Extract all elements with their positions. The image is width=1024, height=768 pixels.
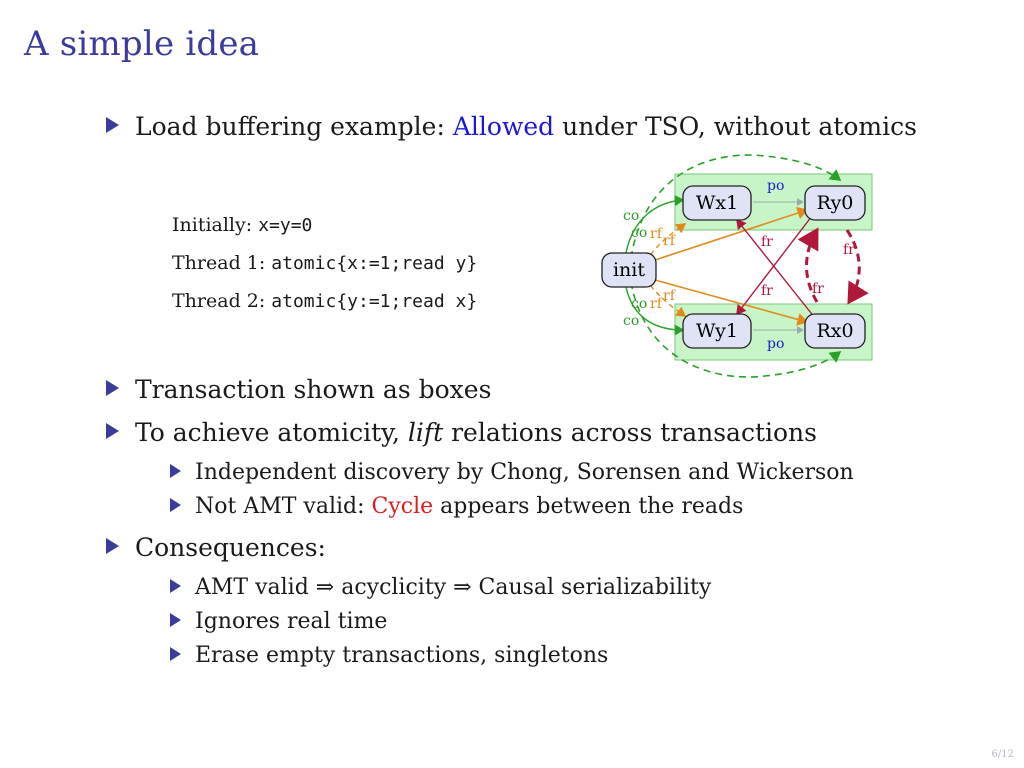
lift-emphasis: lift [407, 418, 444, 447]
edge-rf-init-rx0 [654, 279, 809, 326]
bullet-triangle-icon [170, 464, 181, 478]
code-thread-2: Thread 2: atomic{y:=1;read x} [172, 290, 478, 312]
bullet-achieve-atomicity: To achieve atomicity, lift relations acr… [106, 418, 817, 447]
label-fr-4: fr [812, 281, 824, 297]
label-rf-3: rf [650, 296, 664, 312]
bullet-triangle-icon [106, 117, 119, 133]
page-number: 6/12 [991, 749, 1014, 760]
node-wx1-label: Wx1 [696, 192, 738, 214]
node-rx0 [804, 313, 866, 349]
label-rf-2: rf [663, 233, 677, 249]
edge-fr-cycle-right [845, 229, 869, 305]
subbullet-not-amt-valid: Not AMT valid: Cycle appears between the… [170, 494, 743, 519]
allowed-highlight: Allowed [452, 112, 555, 141]
edge-co-bottom [624, 281, 685, 336]
label-fr-2: fr [761, 283, 773, 299]
bullet-triangle-icon [170, 613, 181, 627]
bullet-triangle-icon [106, 423, 119, 439]
edge-rf-dashed-bottom [644, 277, 687, 317]
label-fr-3: fr [843, 242, 855, 258]
node-wx1 [682, 185, 752, 221]
subbullet-ignores-real-time: Ignores real time [170, 609, 387, 634]
node-wy1 [682, 313, 752, 349]
subbullet-independent-discovery: Independent discovery by Chong, Sorensen… [170, 460, 854, 485]
label-rf-1: rf [650, 226, 664, 242]
node-ry0-label: Ry0 [817, 192, 854, 214]
label-co-4: co [623, 313, 639, 329]
subbullet-erase-empty: Erase empty transactions, singletons [170, 643, 608, 668]
label-co-1: co [623, 208, 639, 224]
node-rx0-label: Rx0 [816, 320, 853, 342]
execution-graph-diagram: init Wx1 Ry0 Wy1 Rx0 po po co co co co r… [601, 154, 873, 378]
node-init-label: init [613, 259, 645, 281]
edge-fr-rx0-wx1 [736, 218, 816, 319]
bullet-triangle-icon [106, 380, 119, 396]
cycle-highlight: Cycle [371, 494, 434, 519]
label-fr-1: fr [761, 234, 773, 250]
label-co-3: co [631, 296, 647, 312]
node-wy1-label: Wy1 [696, 320, 738, 342]
code-initially: Initially: x=y=0 [172, 214, 313, 236]
edge-co-dashed-bottom [630, 281, 842, 378]
edge-fr-cycle-left [797, 227, 819, 303]
code-thread-1: Thread 1: atomic{x:=1;read y} [172, 252, 478, 274]
label-po-bottom: po [767, 336, 784, 352]
label-po-top: po [767, 178, 784, 194]
node-ry0 [804, 185, 866, 221]
edge-co-top [624, 195, 685, 259]
bullet-triangle-icon [170, 647, 181, 661]
bullet-triangle-icon [170, 579, 181, 593]
node-init [601, 252, 657, 288]
bullet-load-buffering: Load buffering example: Allowed under TS… [106, 112, 917, 141]
edge-rf-init-ry0 [654, 206, 809, 261]
bullet-triangle-icon [106, 538, 119, 554]
edge-co-dashed-top [630, 154, 842, 259]
slide-title: A simple idea [24, 24, 260, 64]
bullet-transactions-boxes: Transaction shown as boxes [106, 375, 491, 404]
subbullet-amt-valid: AMT valid ⇒ acyclicity ⇒ Causal serializ… [170, 575, 711, 600]
bullet-triangle-icon [170, 498, 181, 512]
label-co-2: co [631, 225, 647, 241]
edge-rf-dashed-top [644, 223, 687, 263]
bullet-consequences: Consequences: [106, 533, 326, 562]
label-rf-4: rf [663, 288, 677, 304]
